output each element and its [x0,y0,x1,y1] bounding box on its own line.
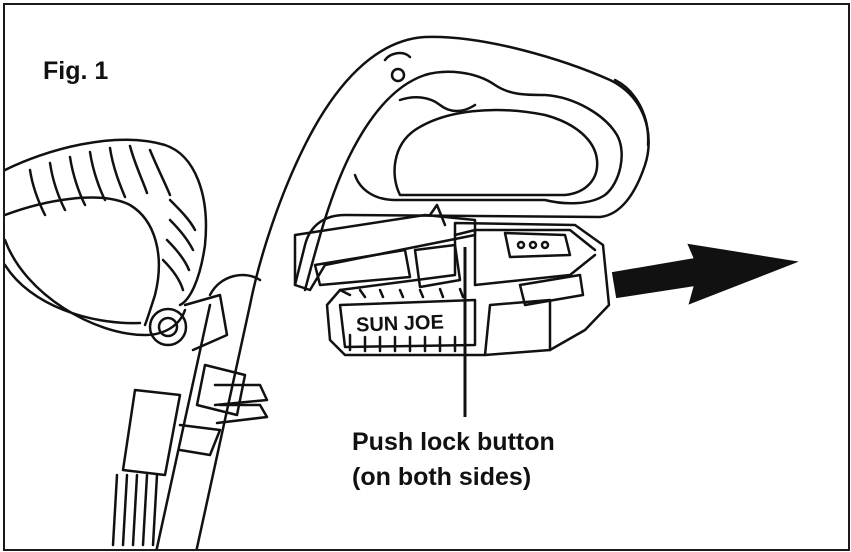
callout-line-1: Push lock button [352,428,555,456]
shaft [111,273,269,549]
removal-direction-arrow-icon [611,243,799,305]
figure-label: Fig. 1 [43,57,109,85]
battery-dock [293,203,477,292]
battery-pack [325,221,611,357]
battery-brand-text: SUN JOE [356,311,445,336]
tool-illustration: SUN JOE [5,35,799,549]
callout-line-2: (on both sides) [352,463,532,491]
figure-frame: SUN JOE Fig. 1 Push lock button (on both… [3,3,850,551]
main-handle [248,35,650,307]
push-lock-button-callout: Push lock button (on both sides) [352,425,555,495]
auxiliary-handle [5,138,229,352]
